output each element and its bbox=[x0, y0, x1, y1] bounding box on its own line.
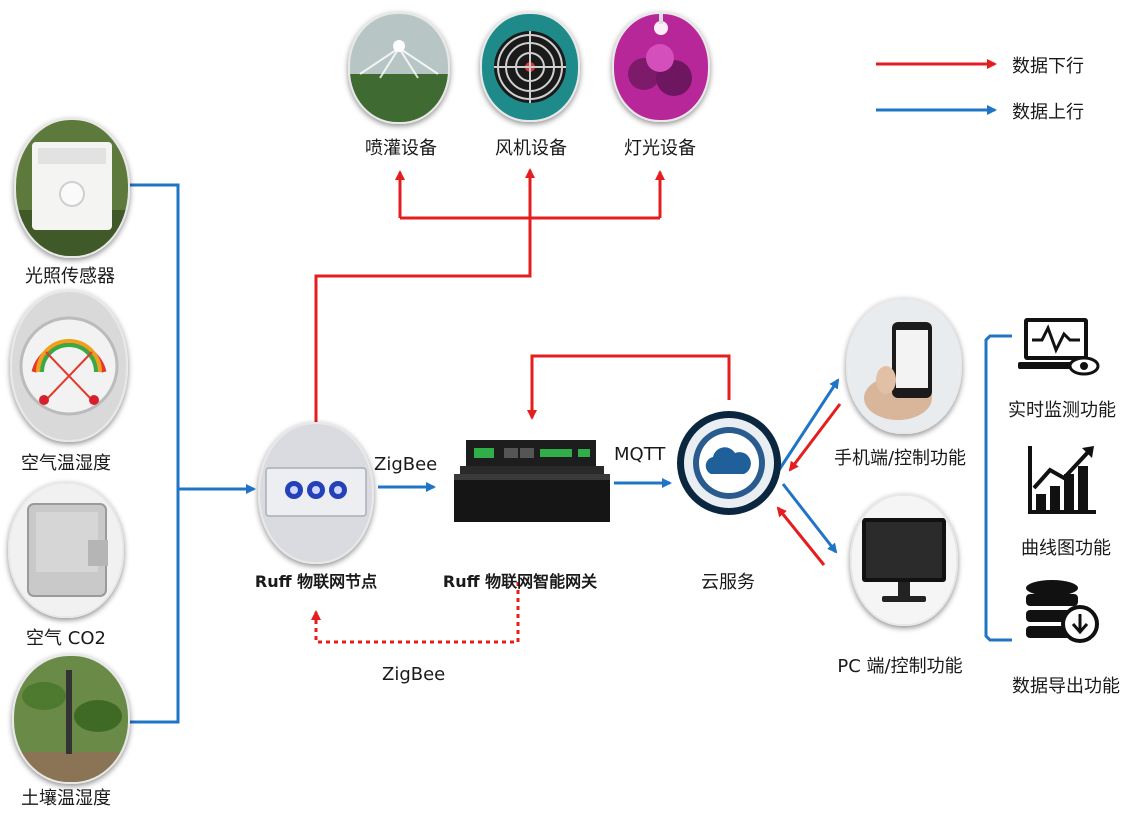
co2-sensor-icon bbox=[8, 482, 124, 618]
zigbee-back-arrow bbox=[311, 582, 520, 644]
light-sensor-icon bbox=[14, 118, 130, 258]
cloud-icon bbox=[677, 411, 781, 515]
functions-bracket bbox=[984, 334, 1012, 642]
iot-node-icon bbox=[258, 422, 374, 564]
node-label: Ruff 物联网节点 bbox=[254, 572, 378, 591]
function-label-monitor: 实时监测功能 bbox=[1008, 400, 1116, 421]
function-label-chart: 曲线图功能 bbox=[1021, 538, 1111, 559]
client-label-pc: PC 端/控制功能 bbox=[837, 656, 963, 677]
monitor-eye-icon bbox=[1018, 318, 1100, 376]
hygrometer-icon bbox=[10, 290, 128, 442]
grow-light-icon bbox=[612, 12, 710, 122]
sensor-bus bbox=[126, 183, 256, 724]
zigbee-up-label: ZigBee bbox=[374, 454, 438, 475]
bar-chart-icon bbox=[1028, 446, 1096, 514]
zigbee-back-label: ZigBee bbox=[382, 664, 446, 685]
mqtt-label: MQTT bbox=[614, 444, 666, 465]
soil-probe-icon bbox=[12, 654, 130, 784]
actuator-label-fan: 风机设备 bbox=[495, 138, 567, 159]
legend-up-label: 数据上行 bbox=[1012, 102, 1084, 123]
sensor-label-co2: 空气 CO2 bbox=[26, 628, 106, 649]
smartphone-icon bbox=[846, 298, 962, 434]
client-label-mobile: 手机端/控制功能 bbox=[833, 448, 967, 469]
control-downlink bbox=[314, 168, 665, 422]
sprinkler-icon bbox=[348, 12, 450, 124]
gateway-label: Ruff 物联网智能网关 bbox=[442, 572, 598, 591]
gateway-icon bbox=[454, 440, 610, 522]
monitor-icon bbox=[850, 494, 958, 626]
function-label-export: 数据导出功能 bbox=[1012, 676, 1120, 697]
cloud-label: 云服务 bbox=[701, 572, 755, 593]
sensor-label-air: 空气温湿度 bbox=[21, 453, 111, 474]
fan-icon bbox=[480, 12, 580, 122]
cloud-to-gateway-arrow bbox=[527, 354, 731, 420]
actuator-label-light: 灯光设备 bbox=[624, 138, 696, 159]
sensor-label-light: 光照传感器 bbox=[25, 266, 115, 287]
legend-down-label: 数据下行 bbox=[1012, 56, 1084, 77]
database-export-icon bbox=[1026, 580, 1099, 643]
sensor-label-soil: 土壤温湿度 bbox=[21, 788, 111, 809]
actuator-label-sprinkler: 喷灌设备 bbox=[365, 138, 437, 159]
